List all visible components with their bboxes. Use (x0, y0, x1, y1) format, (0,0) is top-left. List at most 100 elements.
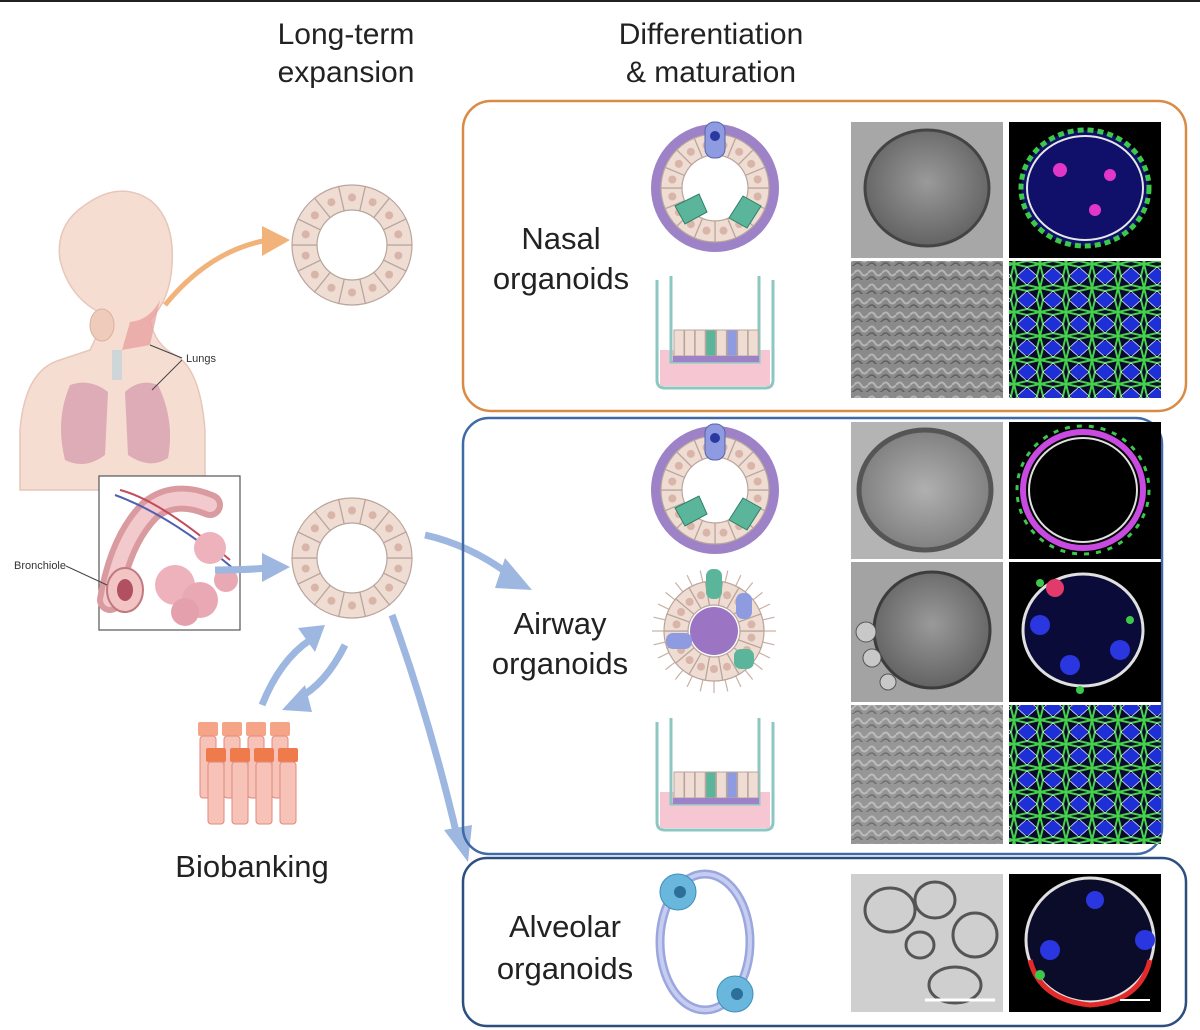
cell-nucleus (348, 601, 356, 610)
nasal-differentiated-organoid (651, 121, 779, 252)
alveolar-label-line2: organoids (497, 951, 633, 986)
cell-nucleus (368, 596, 377, 605)
cilium (657, 603, 670, 610)
cell-nucleus (677, 608, 686, 616)
epithelial-cell (705, 771, 717, 799)
cell-nucleus (394, 564, 403, 573)
epithelial-cell (673, 329, 685, 357)
cell-nucleus (385, 524, 394, 533)
ciliated-cell (674, 193, 708, 225)
cell-nucleus (368, 511, 377, 520)
ciliated-cell (674, 495, 708, 527)
nasal-fluorescence-monolayer (1009, 261, 1161, 398)
cilium (762, 616, 775, 621)
cell-nucleus (668, 175, 677, 184)
cilium (735, 574, 742, 587)
cilium (653, 616, 666, 621)
cell-nucleus (310, 211, 319, 220)
cilium (653, 641, 666, 646)
cell-nucleus (686, 147, 695, 156)
biobank-vials (198, 722, 298, 825)
cell-nucleus (368, 198, 377, 207)
biobank-up-arrow (258, 637, 312, 707)
cell-nucleus (753, 494, 762, 503)
epithelial-cell (726, 329, 738, 357)
alveolar-fluorescence (1009, 874, 1161, 1012)
cilium (665, 661, 676, 671)
vial-tube (231, 761, 249, 825)
lungs-label: Lungs (186, 353, 216, 365)
heading-differentiation-line2: & maturation (626, 56, 796, 89)
airway-arrow-head (495, 558, 532, 590)
cell-nucleus (385, 270, 394, 279)
cilium (686, 574, 693, 587)
cell-nucleus (731, 988, 743, 1000)
epithelial-cell (747, 329, 759, 357)
cilium (686, 675, 693, 688)
cilium (665, 591, 676, 601)
bronchiole-arrow (214, 564, 269, 574)
nasal-transwell-culture (655, 276, 775, 390)
epithelial-cell (673, 771, 685, 799)
cilium (752, 661, 763, 671)
vial-cap (270, 722, 290, 736)
cilium (724, 570, 729, 583)
biobank-down-arrow-head (282, 685, 312, 712)
nasal-brightfield-organoid (851, 122, 1003, 258)
vial-tube (207, 761, 225, 825)
cell-nucleus (674, 159, 683, 168)
ciliated-cell (706, 569, 722, 599)
cell-nucleus (668, 192, 677, 201)
cell-nucleus (685, 597, 694, 606)
epithelial-cell (737, 771, 749, 799)
cell-nucleus (702, 226, 711, 235)
cell-nucleus (385, 211, 394, 220)
cell-nucleus (735, 147, 744, 156)
cilium (674, 582, 684, 593)
cell-nucleus (747, 633, 756, 642)
expansion-organoid-nasal (291, 184, 413, 306)
cilium (699, 679, 704, 692)
airway-label-line2: organoids (492, 646, 628, 681)
cell-nucleus (310, 583, 319, 592)
cell-nucleus (348, 288, 356, 297)
airway-label-line1: Airway (513, 606, 607, 641)
cell-nucleus (327, 596, 336, 605)
ciliated-cell (728, 195, 762, 229)
cell-nucleus (753, 477, 762, 486)
airway-fluorescence-apical-out (1009, 562, 1161, 702)
club-cell (666, 633, 692, 649)
epithelial-cell (715, 329, 727, 357)
airway-panel-border (461, 416, 1164, 856)
vial-cap (278, 748, 298, 762)
cilium (762, 641, 775, 646)
vial-cap (230, 748, 250, 762)
heading-expansion-line1: Long-term (278, 18, 415, 51)
cilium (674, 669, 684, 680)
epithelial-cell (747, 771, 759, 799)
cell-nucleus (685, 656, 694, 665)
cell-nucleus (710, 131, 720, 141)
nasal-fluorescence-organoid (1009, 122, 1161, 258)
cell-nucleus (327, 198, 336, 207)
cilium (744, 582, 754, 593)
airway-brightfield-monolayer (851, 705, 1003, 844)
epithelial-cell (737, 329, 749, 357)
airway-transwell-culture (655, 718, 775, 832)
airway-arrow (424, 531, 513, 578)
airway-fluorescence-monolayer (1009, 705, 1161, 844)
cilium (744, 669, 754, 680)
cell-nucleus (747, 620, 756, 629)
nasal-arrow (163, 237, 269, 307)
alveolar-label-line1: Alveolar (509, 909, 621, 944)
vial-cap (254, 748, 274, 762)
cell-nucleus (672, 620, 681, 629)
cell-nucleus (722, 662, 731, 671)
alveolar-epithelium-inner (658, 872, 752, 1012)
epithelial-cell (715, 771, 727, 799)
cell-nucleus (686, 449, 695, 458)
ciliated-cell (734, 649, 754, 669)
nasal-panel-border (461, 99, 1188, 413)
airway-apical-out-organoid (652, 569, 776, 693)
